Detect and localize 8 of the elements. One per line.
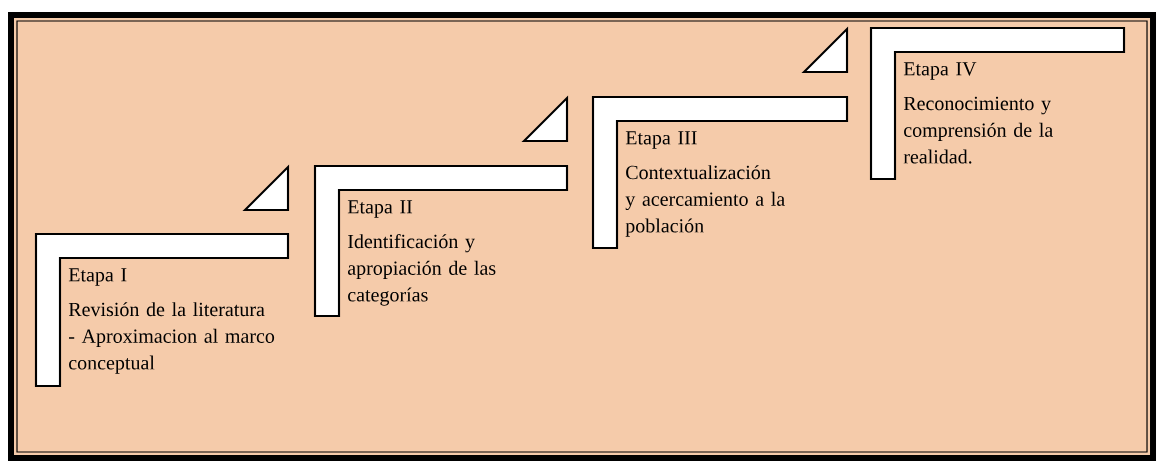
step-heading: Etapa II [347,200,413,218]
step-description: Reconocimiento y comprensión de la realidad. [903,96,1053,164]
step-heading: Etapa I [68,268,127,286]
step-description: Contextualización y acercamiento a la población [625,165,785,237]
step-heading: Etapa IV [903,62,977,80]
step-description: Identificación y apropiación de las categorías [348,233,496,306]
step-heading: Etapa III [625,131,697,149]
step-description: Revisión de la literatura - Aproximacion al marco conceptual [68,302,275,374]
